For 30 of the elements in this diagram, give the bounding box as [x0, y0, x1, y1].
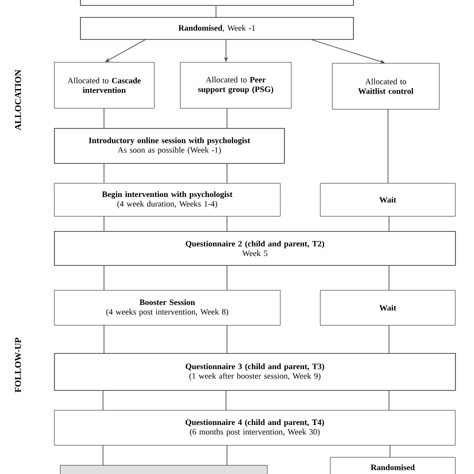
process-box: Introductory online session with psychologist As soon as possible (Week -1)	[54, 128, 285, 164]
process-box: Allocated to Cascade intervention	[54, 62, 154, 108]
process-box: Randomised	[330, 457, 456, 474]
connector-line	[226, 163, 228, 184]
process-box: Allocated to Peer support group (PSG)	[180, 62, 292, 108]
process-box: Questionnaire 3 (child and parent, T3) (1 week after booster session, Week 9)	[54, 353, 456, 391]
connector-line	[226, 108, 228, 128]
process-box: Questionnaire 4 (child and parent, T4) (6 months post intervention, Week 30)	[54, 410, 456, 446]
connector-line	[226, 265, 228, 290]
connector-line	[388, 390, 390, 410]
connector-line	[102, 445, 104, 466]
section-label: FOLLOW-UP	[14, 338, 22, 392]
process-box: Begin intervention with psychologist (4 week duration, Weeks 1-4)	[54, 183, 280, 216]
process-box: Allocated to Waitlist control	[332, 63, 440, 110]
process-box	[60, 465, 268, 474]
connector-line	[388, 325, 390, 354]
connector-line	[388, 265, 390, 290]
connector-line	[102, 390, 104, 410]
process-box	[80, 0, 354, 6]
connector-line	[226, 445, 228, 466]
connector-line	[226, 216, 228, 232]
process-box: Booster Session (4 weeks post intervention, Week 8)	[54, 290, 280, 326]
connector-line	[388, 216, 390, 232]
process-box: Questionnaire 2 (child and parent, T2) Week 5	[54, 231, 456, 266]
process-box: Wait	[320, 183, 456, 216]
process-box: Wait	[320, 290, 456, 326]
process-box: Randomised, Week -1	[80, 17, 354, 40]
section-label: ALLOCATION	[15, 70, 22, 130]
arrow	[105, 39, 146, 62]
connector-line	[226, 325, 228, 354]
